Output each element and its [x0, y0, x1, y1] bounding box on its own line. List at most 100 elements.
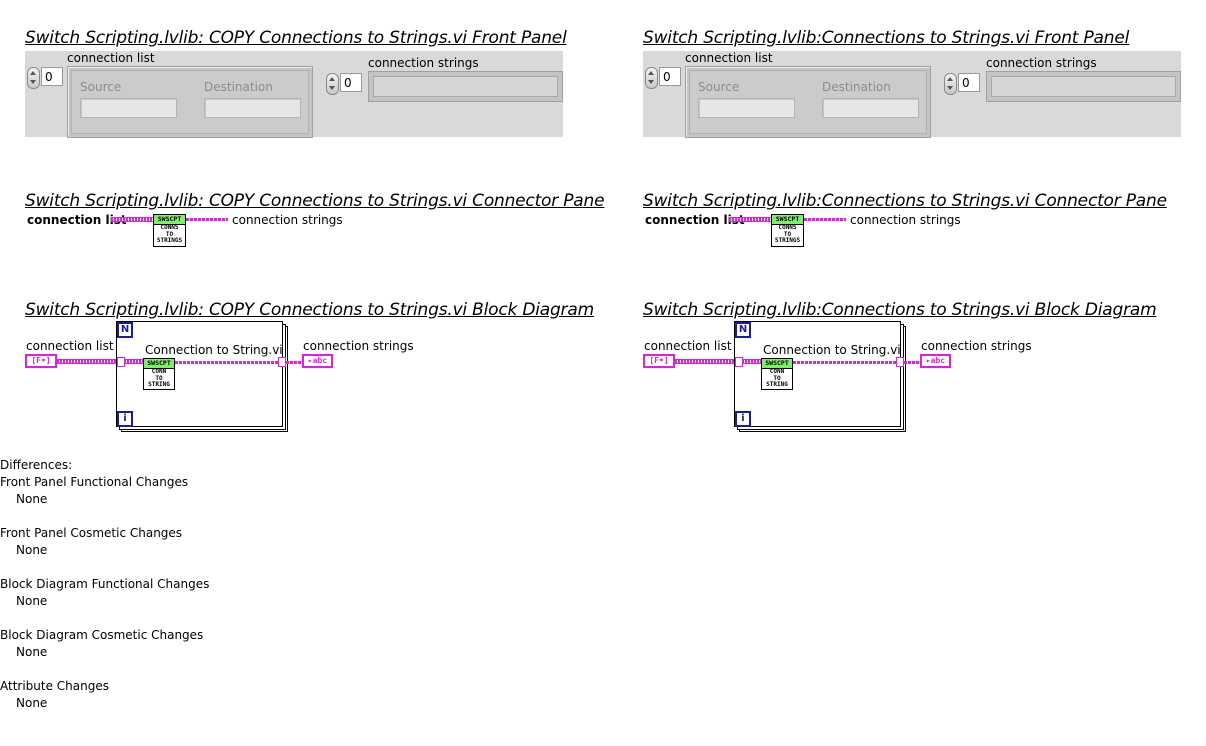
index-value[interactable]: 0 [340, 73, 362, 92]
cluster-wire [675, 359, 735, 364]
connector-output-label: connection strings [232, 213, 343, 227]
icon-line: CONNS [778, 224, 797, 231]
index-spinner-icon[interactable] [645, 67, 658, 89]
icon-top-label: SWSCPT [154, 215, 185, 225]
diff-heading: Front Panel Cosmetic Changes [0, 526, 183, 540]
index-value[interactable]: 0 [659, 67, 681, 86]
diff-section: Block Diagram Functional Changes None [0, 576, 209, 610]
output-tunnel[interactable] [896, 357, 904, 367]
input-cluster-terminal[interactable]: [F•] [25, 354, 57, 368]
loop-count-terminal[interactable]: N [735, 322, 751, 338]
for-loop[interactable] [734, 321, 901, 427]
source-label: Source [698, 80, 740, 94]
connection-cluster: Source Destination [71, 70, 309, 134]
conns-to-strings-icon[interactable]: SWSCPT CONNS TO STRINGS [153, 214, 186, 247]
icon-body: CONNS TO STRINGS [154, 224, 185, 246]
connector-input-label: connection list [27, 213, 127, 227]
diff-value: None [16, 594, 48, 608]
output-string-terminal[interactable]: ▸abc [302, 354, 333, 368]
source-field[interactable] [80, 98, 177, 118]
destination-field[interactable] [204, 98, 301, 118]
index-value[interactable]: 0 [41, 67, 63, 86]
connection-strings-label: connection strings [986, 56, 1097, 70]
loop-count-terminal[interactable]: N [117, 322, 133, 338]
index-value[interactable]: 0 [958, 73, 980, 92]
diff-value: None [16, 696, 48, 710]
right-connector-pane-heading: Switch Scripting.lvlib:Connections to St… [643, 191, 1167, 211]
right-front-panel-heading: Switch Scripting.lvlib:Connections to St… [643, 28, 1130, 48]
icon-line: STRING [766, 381, 788, 388]
left-front-panel-heading: Switch Scripting.lvlib: COPY Connections… [25, 28, 567, 48]
bd-output-label: connection strings [921, 339, 1032, 353]
icon-top-label: SWSCPT [772, 215, 803, 225]
diff-heading: Block Diagram Functional Changes [0, 577, 210, 591]
conns-to-strings-icon[interactable]: SWSCPT CONNS TO STRINGS [771, 214, 804, 247]
string-wire [804, 218, 846, 221]
string-wire [286, 361, 302, 364]
connection-strings-array[interactable] [368, 71, 563, 102]
cluster-wire [729, 217, 771, 222]
connection-list-array[interactable]: Source Destination [67, 66, 313, 138]
connection-string-field[interactable] [373, 76, 558, 97]
diff-heading: Attribute Changes [0, 679, 109, 693]
string-wire [793, 361, 896, 364]
icon-body: CONN TO STRING [144, 368, 174, 389]
connection-list-label: connection list [685, 51, 773, 65]
icon-line: STRING [148, 381, 170, 388]
destination-label: Destination [822, 80, 891, 94]
connection-list-label: connection list [67, 51, 155, 65]
cluster-wire [57, 359, 117, 364]
icon-line: TO [783, 230, 792, 238]
icon-top-label: SWSCPT [144, 359, 174, 369]
connector-output-label: connection strings [850, 213, 961, 227]
icon-line: CONNS [160, 224, 179, 231]
diff-section: Attribute Changes None [0, 678, 209, 712]
icon-body: CONNS TO STRINGS [772, 224, 803, 246]
bd-input-label: connection list [644, 339, 732, 353]
diff-heading: Front Panel Functional Changes [0, 475, 189, 489]
output-string-terminal[interactable]: ▸abc [920, 354, 951, 368]
diff-value: None [16, 492, 48, 506]
diff-section: Block Diagram Cosmetic Changes None [0, 627, 209, 661]
right-front-panel: 0 connection list Source Destination 0 c… [643, 51, 1181, 138]
destination-label: Destination [204, 80, 273, 94]
differences-title: Differences: [0, 458, 73, 472]
destination-field[interactable] [822, 98, 919, 118]
diff-section: Front Panel Cosmetic Changes None [0, 525, 209, 559]
left-connector-pane-heading: Switch Scripting.lvlib: COPY Connections… [25, 191, 605, 211]
icon-line: TO [165, 230, 174, 238]
connection-list-array[interactable]: Source Destination [685, 66, 931, 138]
index-spinner-icon[interactable] [944, 73, 957, 95]
conn-to-string-subvi-icon[interactable]: SWSCPT CONN TO STRING [143, 358, 175, 390]
string-wire [175, 361, 278, 364]
string-wire [904, 361, 920, 364]
subvi-label: Connection to String.vi [145, 343, 283, 357]
icon-top-label: SWSCPT [762, 359, 792, 369]
connection-strings-array[interactable] [986, 71, 1181, 102]
icon-line: CONN [769, 368, 785, 375]
cluster-wire [124, 359, 143, 364]
loop-index-terminal[interactable]: i [735, 411, 751, 427]
index-spinner-icon[interactable] [326, 73, 339, 95]
connection-cluster: Source Destination [689, 70, 927, 134]
connection-string-field[interactable] [991, 76, 1176, 97]
connection-strings-label: connection strings [368, 56, 479, 70]
connector-input-label: connection list [645, 213, 745, 227]
cluster-wire [111, 217, 153, 222]
loop-index-terminal[interactable]: i [117, 411, 133, 427]
cluster-wire [742, 359, 761, 364]
for-loop[interactable] [116, 321, 283, 427]
source-field[interactable] [698, 98, 795, 118]
left-front-panel: 0 connection list Source Destination 0 c… [25, 51, 563, 138]
conn-to-string-subvi-icon[interactable]: SWSCPT CONN TO STRING [761, 358, 793, 390]
bd-output-label: connection strings [303, 339, 414, 353]
output-tunnel[interactable] [278, 357, 286, 367]
icon-line: CONN [151, 368, 167, 375]
differences-report: Differences: Front Panel Functional Chan… [0, 457, 209, 712]
icon-line: TO [155, 374, 163, 382]
input-cluster-terminal[interactable]: [F•] [643, 354, 675, 368]
index-spinner-icon[interactable] [27, 67, 40, 89]
string-wire [186, 218, 228, 221]
subvi-label: Connection to String.vi [763, 343, 901, 357]
diff-value: None [16, 543, 48, 557]
